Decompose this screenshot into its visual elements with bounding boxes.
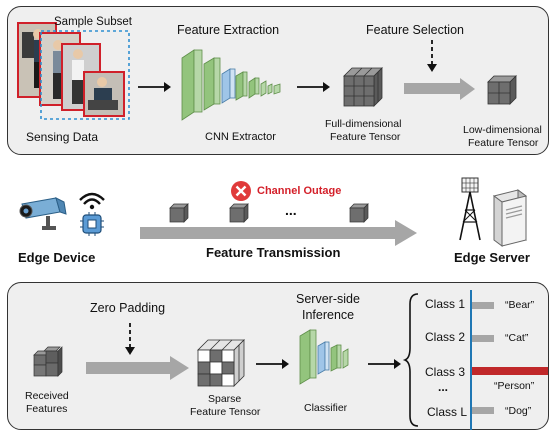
arrow-to-cnn xyxy=(138,82,171,92)
low-tensor-cube xyxy=(487,75,517,105)
transmission-arrow xyxy=(140,220,417,246)
classifier-icon xyxy=(299,329,349,385)
class-3-output: “Person” xyxy=(494,380,535,392)
server-side-label-2: Inference xyxy=(302,308,355,322)
class-1-bar xyxy=(472,302,494,309)
server-icon xyxy=(492,189,528,247)
class-2-output: “Cat” xyxy=(505,332,529,344)
arrow-to-full-tensor xyxy=(297,82,330,92)
feature-selection-arrow xyxy=(404,78,475,100)
sparse-tensor-cube xyxy=(197,339,245,387)
transmitted-cube-1 xyxy=(169,203,189,223)
cnn-extractor-label: CNN Extractor xyxy=(205,131,276,143)
cnn-extractor-icon xyxy=(181,49,281,121)
feature-selection-label: Feature Selection xyxy=(366,23,464,37)
transmitted-cube-2 xyxy=(229,203,249,223)
sample-subset-box xyxy=(40,30,130,120)
zero-padding-dashed-arrow xyxy=(125,323,135,355)
class-1-output: “Bear” xyxy=(505,299,535,311)
transmission-ellipsis: ... xyxy=(285,202,297,218)
received-features-label-1: Received xyxy=(25,390,69,402)
zero-padding-arrow xyxy=(86,356,189,380)
arrow-to-results xyxy=(368,359,401,369)
feature-selection-dashed-arrow xyxy=(427,40,437,72)
server-side-label-1: Server-side xyxy=(296,292,360,306)
class-l-label: Class L xyxy=(427,405,468,419)
antenna-icon xyxy=(459,177,481,241)
received-features-icon xyxy=(33,346,63,377)
bottom-panel xyxy=(7,282,549,430)
full-tensor-cube xyxy=(343,67,383,107)
feature-transmission-label: Feature Transmission xyxy=(206,245,341,260)
channel-outage-icon xyxy=(231,181,251,201)
channel-outage-label: Channel Outage xyxy=(257,185,342,197)
sample-subset-label: Sample Subset xyxy=(54,16,132,28)
class-3-bar xyxy=(472,367,548,375)
class-ellipsis: ... xyxy=(438,380,449,394)
class-2-bar xyxy=(472,335,494,342)
sparse-tensor-label-2: Feature Tensor xyxy=(190,406,261,418)
low-tensor-label-1: Low-dimensional xyxy=(463,124,542,136)
class-3-label: Class 3 xyxy=(425,365,466,379)
zero-padding-label: Zero Padding xyxy=(90,301,166,315)
sensing-data-label: Sensing Data xyxy=(26,130,99,144)
camera-icon xyxy=(19,197,67,230)
sparse-tensor-label-1: Sparse xyxy=(208,393,242,405)
wifi-icon xyxy=(79,192,105,210)
received-features-label-2: Features xyxy=(26,403,68,415)
full-tensor-label-1: Full-dimensional xyxy=(325,118,402,130)
edge-device-label: Edge Device xyxy=(18,250,96,265)
class-1-label: Class 1 xyxy=(425,297,466,311)
class-l-output: “Dog” xyxy=(505,405,532,417)
classifier-label: Classifier xyxy=(304,402,348,414)
edge-server-label: Edge Server xyxy=(454,250,530,265)
chip-icon xyxy=(80,212,104,236)
arrow-to-classifier xyxy=(256,359,289,369)
class-axis xyxy=(470,290,472,430)
transmitted-cube-3 xyxy=(349,203,369,223)
class-2-label: Class 2 xyxy=(425,330,466,344)
full-tensor-label-2: Feature Tensor xyxy=(330,131,401,143)
results-brace xyxy=(402,293,419,427)
sensing-data-images xyxy=(17,22,125,117)
feature-extraction-label: Feature Extraction xyxy=(177,23,280,37)
low-tensor-label-2: Feature Tensor xyxy=(468,137,539,149)
class-l-bar xyxy=(472,407,494,414)
